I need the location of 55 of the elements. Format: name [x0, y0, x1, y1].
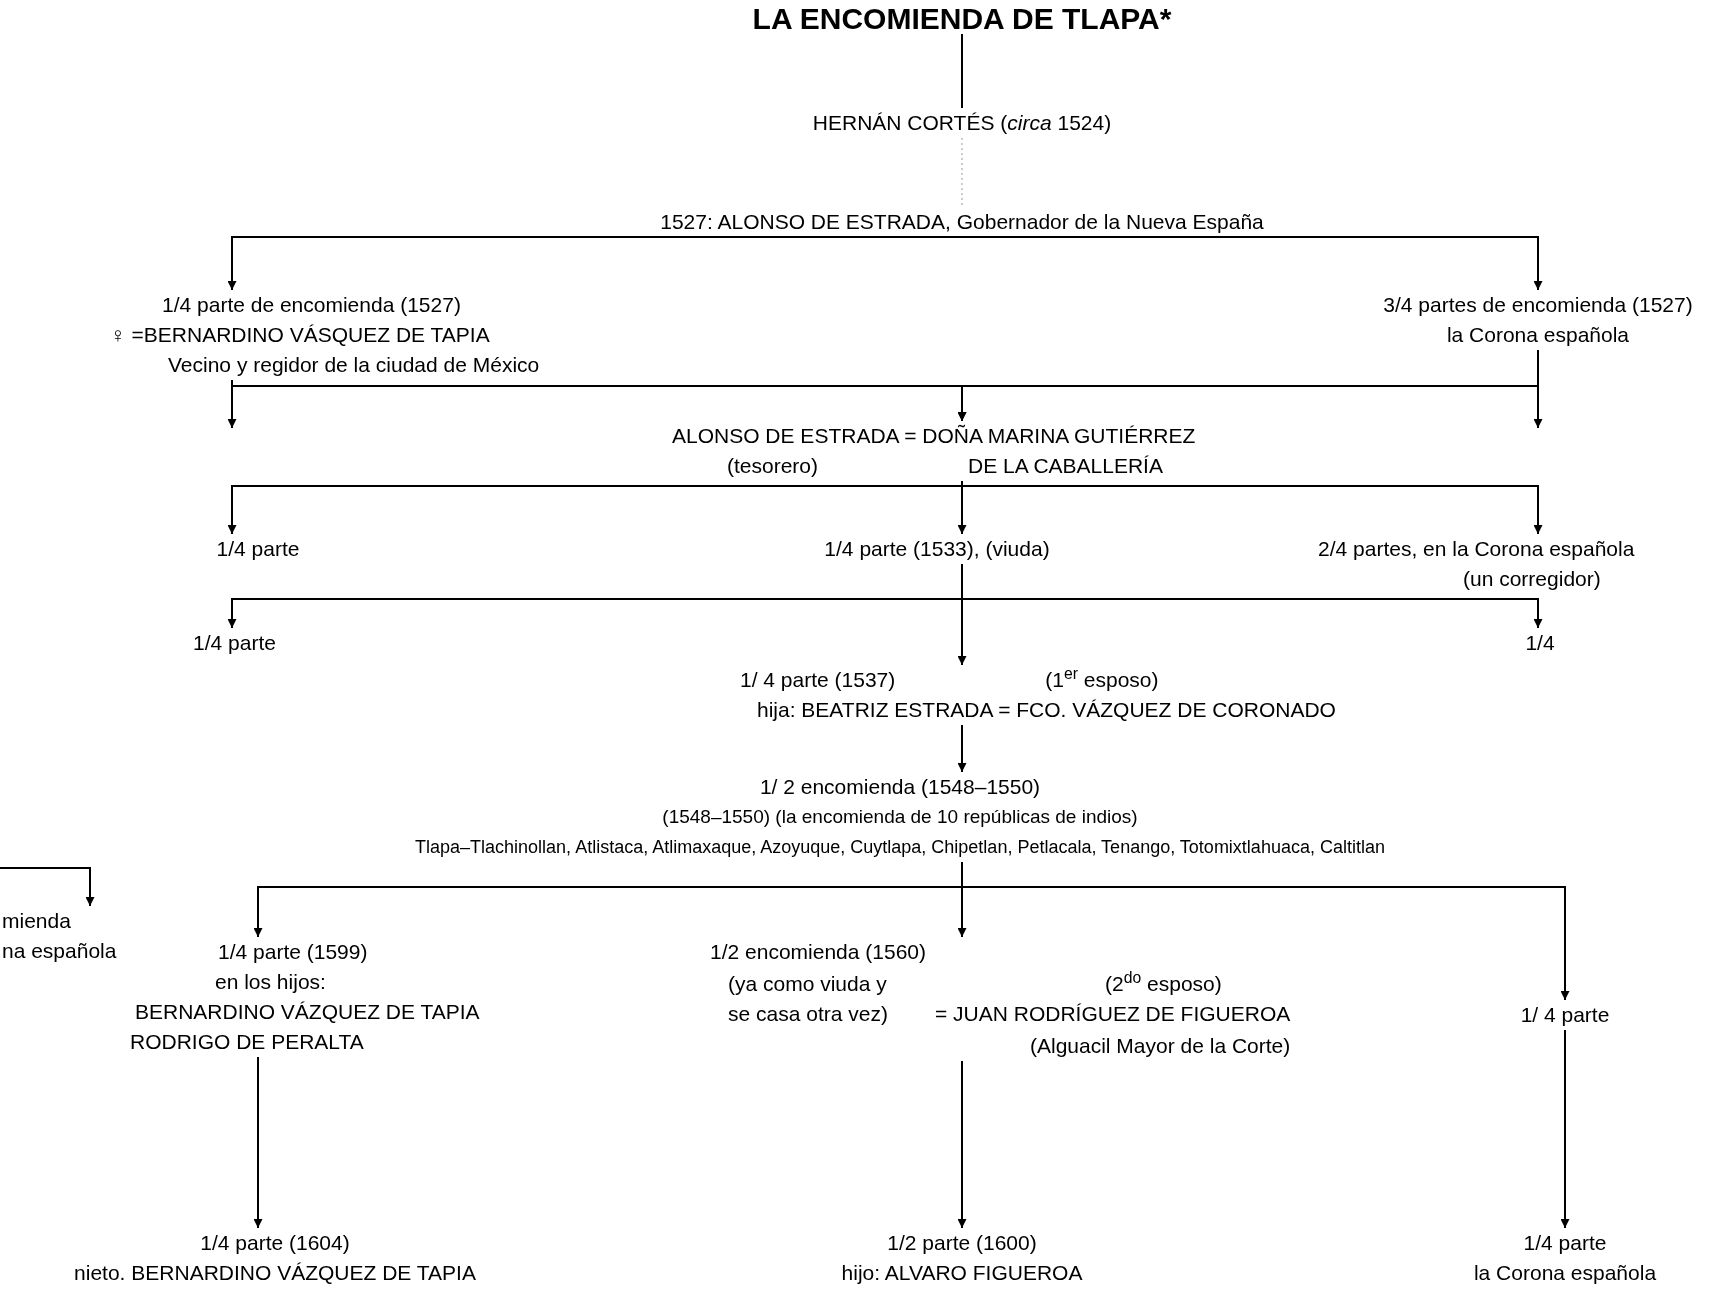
entry-text: 1/ 4 parte (1537)	[740, 667, 896, 693]
arrow	[0, 867, 95, 907]
entry-text: 1/4 parte (1604)	[200, 1230, 350, 1256]
entry-text: 1/4 parte (1599)	[218, 939, 368, 965]
entry-text: (Alguacil Mayor de la Corte)	[1030, 1033, 1291, 1059]
entry-text: (un corregidor)	[1463, 566, 1601, 592]
entry-text: 2/4 partes, en la Corona española	[1318, 536, 1635, 562]
arrow	[227, 236, 963, 291]
entry-text: ALONSO DE ESTRADA = DOÑA MARINA GUTIÉRREZ	[672, 423, 1196, 449]
connector-line	[961, 137, 963, 208]
entry-text: 1/4 parte	[1523, 1230, 1607, 1256]
connector-line	[961, 33, 963, 109]
entry-text: (1$^{er}$ esposo)	[1045, 665, 1159, 693]
entry-text: RODRIGO DE PERALTA	[130, 1029, 364, 1055]
entry-text: (1548–1550) (la encomienda de 10 repúblicas de indios)	[662, 805, 1138, 829]
entry-text: 3/4 partes de encomienda (1527)	[1383, 292, 1693, 318]
entry-text: hijo: ALVARO FIGUEROA	[841, 1260, 1083, 1286]
arrow	[961, 236, 1543, 291]
entry-text: HERNÁN CORTÉS (circa 1524)	[812, 110, 1112, 136]
entry-text: DE LA CABALLERÍA	[968, 453, 1163, 479]
arrow	[957, 563, 967, 666]
entry-text: la Corona española	[1473, 1260, 1657, 1286]
entry-text: (2$^{do}$ esposo)	[1105, 969, 1222, 997]
entry-text: 1/4 parte	[216, 536, 300, 562]
entry-text: hija: BEATRIZ ESTRADA = FCO. VÁZQUEZ DE CORONADO	[757, 697, 1336, 723]
arrow	[1560, 1029, 1570, 1229]
title-text: LA ENCOMIENDA DE TLAPA*	[752, 4, 1172, 34]
entry-text: ♀ =BERNARDINO VÁSQUEZ DE TAPIA	[110, 322, 490, 348]
entry-text: = JUAN RODRÍGUEZ DE FIGUEROA	[935, 1001, 1291, 1027]
arrow	[227, 379, 237, 429]
entry-text: 1/2 parte (1600)	[887, 1230, 1037, 1256]
entry-text: 1/ 2 encomienda (1548–1550)	[759, 774, 1041, 800]
entry-text: (tesorero)	[727, 453, 819, 479]
entry-text: 1/4 parte (1533), (viuda)	[824, 536, 1050, 562]
entry-text: BERNARDINO VÁZQUEZ DE TAPIA	[135, 999, 480, 1025]
arrow	[957, 1060, 967, 1229]
entry-text: 1/ 4 parte	[1520, 1002, 1610, 1028]
entry-text: 1/4 parte	[193, 630, 276, 656]
entry-text: Vecino y regidor de la ciudad de México	[168, 352, 540, 378]
entry-text: en los hijos:	[215, 969, 326, 995]
entry-text: 1527: ALONSO DE ESTRADA, Gobernador de la Nueva España	[660, 209, 1264, 235]
entry-text: mienda	[2, 908, 71, 934]
arrow	[1533, 349, 1543, 429]
entry-text: 1/4 parte de encomienda (1527)	[162, 292, 461, 318]
entry-text: nieto. BERNARDINO VÁZQUEZ DE TAPIA	[74, 1260, 476, 1286]
arrow	[253, 1056, 263, 1229]
entry-text: 1/4	[1525, 630, 1555, 656]
arrow	[957, 724, 967, 773]
arrow	[961, 861, 1570, 1001]
entry-text: (ya como viuda y se casa otra vez)	[728, 971, 889, 1027]
arrow	[961, 480, 1543, 535]
entry-text: 1/2 encomienda (1560)	[710, 939, 926, 965]
entry-text: Tlapa–Tlachinollan, Atlistaca, Atlimaxaque, Azoyuque, Cuytlapa, Chipetlan, Petlacala, Tenango, Totomixtlahuaca, Caltitlan	[415, 836, 1385, 859]
entry-text: na española	[2, 938, 117, 964]
entry-text: la Corona española	[1446, 322, 1630, 348]
